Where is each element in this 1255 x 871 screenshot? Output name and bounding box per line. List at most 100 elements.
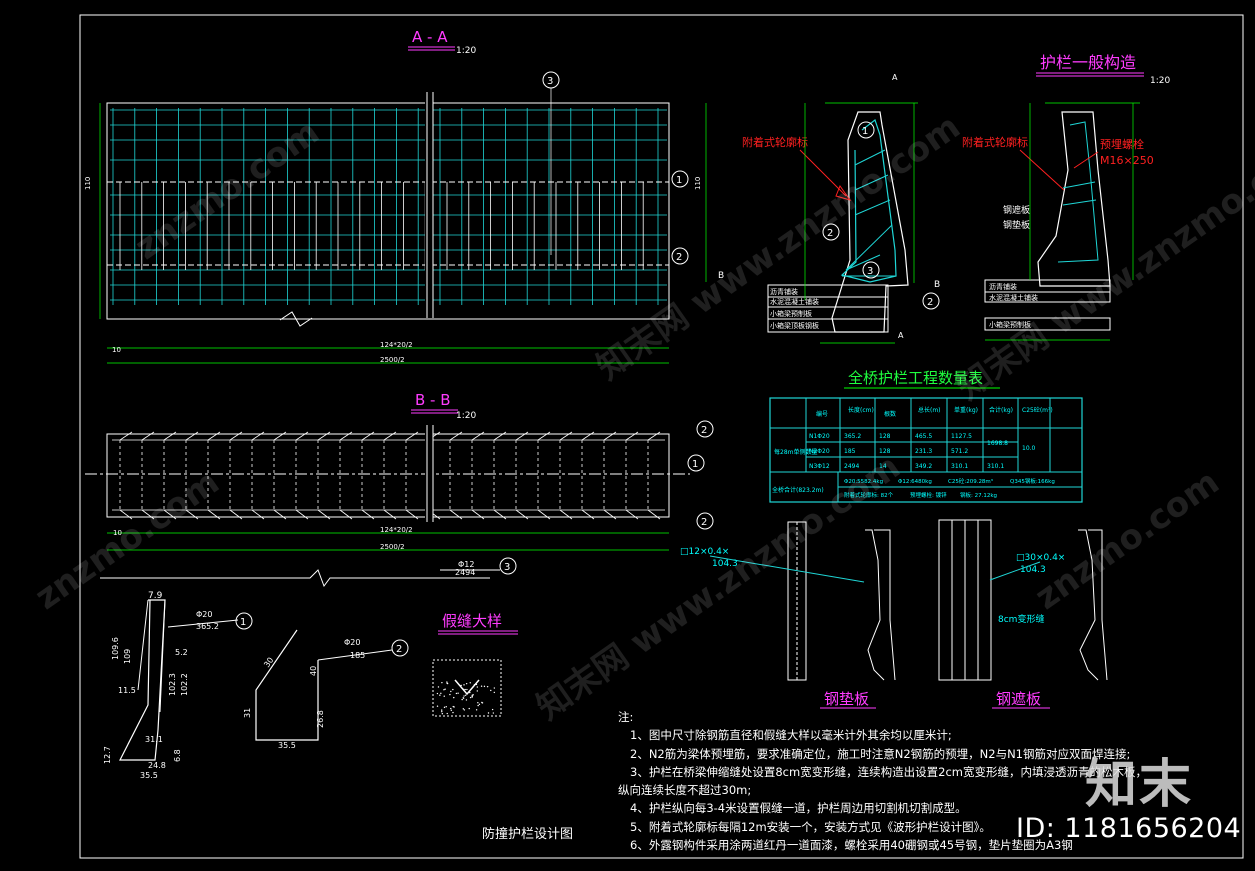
svg-text:小箱梁预制板: 小箱梁预制板 [989, 320, 1031, 329]
svg-text:30: 30 [262, 656, 275, 670]
svg-text:8cm变形缝: 8cm变形缝 [998, 613, 1044, 625]
drawing-frame [79, 14, 1244, 859]
svg-text:109: 109 [123, 649, 132, 664]
svg-text:附着式轮廓标: 82个: 附着式轮廓标: 82个 [844, 491, 894, 499]
svg-text:长度(cm): 长度(cm) [848, 406, 874, 414]
svg-text:35.5: 35.5 [278, 741, 296, 750]
svg-text:365.2: 365.2 [196, 622, 219, 631]
table-cell: N2Φ20 [809, 448, 830, 455]
table-cell: 465.5 [915, 433, 932, 440]
svg-text:小箱梁预制板: 小箱梁预制板 [770, 309, 812, 318]
svg-text:□12×0.4×: □12×0.4× [680, 547, 729, 557]
note-item: 纵向连续长度不超过30m; [618, 783, 752, 798]
svg-text:沥青铺装: 沥青铺装 [770, 287, 798, 296]
svg-text:钢板: 27.12kg: 钢板: 27.12kg [960, 491, 997, 499]
svg-text:Φ12:6480kg: Φ12:6480kg [898, 479, 932, 485]
svg-text:40: 40 [309, 666, 318, 676]
notes-heading: 注: [618, 710, 634, 724]
svg-text:附着式轮廓标: 附着式轮廓标 [962, 135, 1028, 149]
svg-text:1: 1 [240, 617, 246, 628]
svg-text:2: 2 [701, 517, 707, 528]
note-item: 5、附着式轮廓标每隔12m安装一个，安装方式见《波形护栏设计图》。 [630, 819, 991, 834]
svg-text:2: 2 [701, 425, 707, 436]
table-cell: 231.3 [915, 448, 932, 455]
guardrail-cross-section-1: 沥青铺装 水泥混凝土铺装 小箱梁预制板 小箱梁顶板钢板 附着式轮廓标 1 2 3… [742, 73, 940, 344]
section-bb-title: B - B [415, 391, 451, 409]
table-cell: 128 [879, 433, 891, 440]
svg-text:钢遮板: 钢遮板 [1003, 204, 1030, 216]
svg-text:31.1: 31.1 [145, 735, 163, 744]
svg-text:110: 110 [694, 177, 702, 190]
note-item: 4、护栏纵向每3-4米设置假缝一道，护栏周边用切割机切割成型。 [630, 801, 967, 816]
svg-text:2: 2 [676, 252, 682, 263]
table-cell: 1127.5 [951, 433, 972, 440]
svg-text:3: 3 [547, 76, 553, 87]
table-cell: 1698.8 [987, 440, 1008, 447]
svg-text:1: 1 [692, 459, 698, 470]
svg-text:沥青铺装: 沥青铺装 [989, 282, 1017, 291]
design-notes: 注: 1、图中尺寸除钢筋直径和假缝大样以毫米计外其余均以厘米计; 2、N2筋为梁… [618, 708, 1218, 854]
svg-text:2: 2 [927, 297, 933, 308]
note-item: 1、图中尺寸除钢筋直径和假缝大样以毫米计外其余均以厘米计; [630, 728, 952, 743]
svg-text:M16×250: M16×250 [1100, 154, 1154, 167]
svg-text:附着式轮廓标: 附着式轮廓标 [742, 135, 808, 149]
svg-text:总长(m): 总长(m) [918, 406, 941, 414]
bar-n2-detail: 30 40 31 26.8 35.5 Φ20 185 2 [243, 629, 409, 750]
table-cell: 571.2 [951, 448, 968, 455]
id-label: ID: 1181656204 [1016, 813, 1242, 844]
section-aa-scale: 1:20 [456, 46, 476, 56]
section-bb-scale: 1:20 [456, 411, 476, 421]
brand-logo: 知末 [1084, 755, 1193, 815]
svg-text:C25砼(m³): C25砼(m³) [1022, 406, 1053, 414]
svg-text:钢遮板: 钢遮板 [996, 690, 1041, 708]
table-cell: N3Φ12 [809, 463, 830, 470]
table-cell: 14 [879, 463, 887, 470]
general-scale: 1:20 [1150, 76, 1170, 86]
svg-text:3: 3 [504, 562, 510, 573]
svg-text:102.3: 102.3 [168, 673, 177, 696]
note-item: 3、护栏在桥梁伸缩缝处设置8cm宽变形缝，连续构造出设置2cm宽变形缝，内填浸透… [630, 764, 1147, 779]
svg-text:钢垫板: 钢垫板 [1003, 219, 1030, 231]
svg-text:水泥混凝土铺装: 水泥混凝土铺装 [770, 297, 819, 306]
steel-cover-detail: □30×0.4× 104.3 8cm变形缝 钢遮板 [938, 519, 1108, 709]
table-cell: 310.1 [951, 463, 968, 470]
svg-text:Φ20:5582.4kg: Φ20:5582.4kg [844, 479, 883, 485]
svg-text:2: 2 [827, 228, 833, 239]
svg-text:2: 2 [396, 644, 402, 655]
svg-text:Φ20: Φ20 [196, 610, 212, 619]
table-cell: 2494 [844, 463, 859, 470]
table-cell: 310.1 [987, 463, 1004, 470]
svg-text:B: B [718, 271, 724, 281]
svg-text:10: 10 [112, 346, 121, 354]
steel-pad-detail: □12×0.4× 104.3 钢垫板 [680, 521, 896, 709]
svg-text:1: 1 [676, 175, 682, 186]
svg-text:A: A [898, 331, 904, 340]
false-joint-detail [432, 659, 502, 717]
svg-text:12.7: 12.7 [103, 746, 112, 764]
false-joint-title: 假缝大样 [442, 612, 502, 630]
svg-text:Φ20: Φ20 [344, 638, 360, 647]
note-item: 2、N2筋为梁体预埋筋，要求准确定位，施工时注意N2钢筋的预埋，N2与N1钢筋对… [630, 746, 1131, 761]
svg-text:单重(kg): 单重(kg) [954, 406, 978, 414]
table-cell: N1Φ20 [809, 433, 830, 440]
svg-text:合计(kg): 合计(kg) [989, 406, 1013, 414]
quantity-table: 编号 长度(cm) 根数 总长(m) 单重(kg) 合计(kg) C25砼(m³… [769, 397, 1083, 503]
svg-text:预埋螺栓: 预埋螺栓 [1100, 137, 1144, 151]
svg-text:104.3: 104.3 [712, 559, 738, 569]
svg-text:6.8: 6.8 [173, 749, 182, 762]
svg-text:3: 3 [867, 266, 873, 277]
svg-text:2500/2: 2500/2 [380, 356, 405, 364]
table-cell: 128 [879, 448, 891, 455]
svg-text:根数: 根数 [884, 410, 896, 418]
section-bb-plan: 2 1 2 10 124*20/2 2500/2 Φ12 2494 3 [85, 420, 714, 588]
note-item: 6、外露钢构件采用涂两道红丹一道面漆，螺栓采用40硼钢或45号钢，垫片垫圈为A3… [630, 838, 1073, 853]
section-aa-title: A - A [412, 28, 448, 46]
svg-text:编号: 编号 [816, 410, 828, 418]
drawing-name: 防撞护栏设计图 [482, 826, 573, 842]
table-cell: 10.0 [1022, 445, 1036, 452]
svg-text:5.2: 5.2 [175, 648, 188, 657]
bar-n1-detail: 7.9 109.6 109 11.5 5.2 102.3 102.2 12.7 … [103, 591, 253, 780]
svg-text:1: 1 [862, 126, 868, 137]
